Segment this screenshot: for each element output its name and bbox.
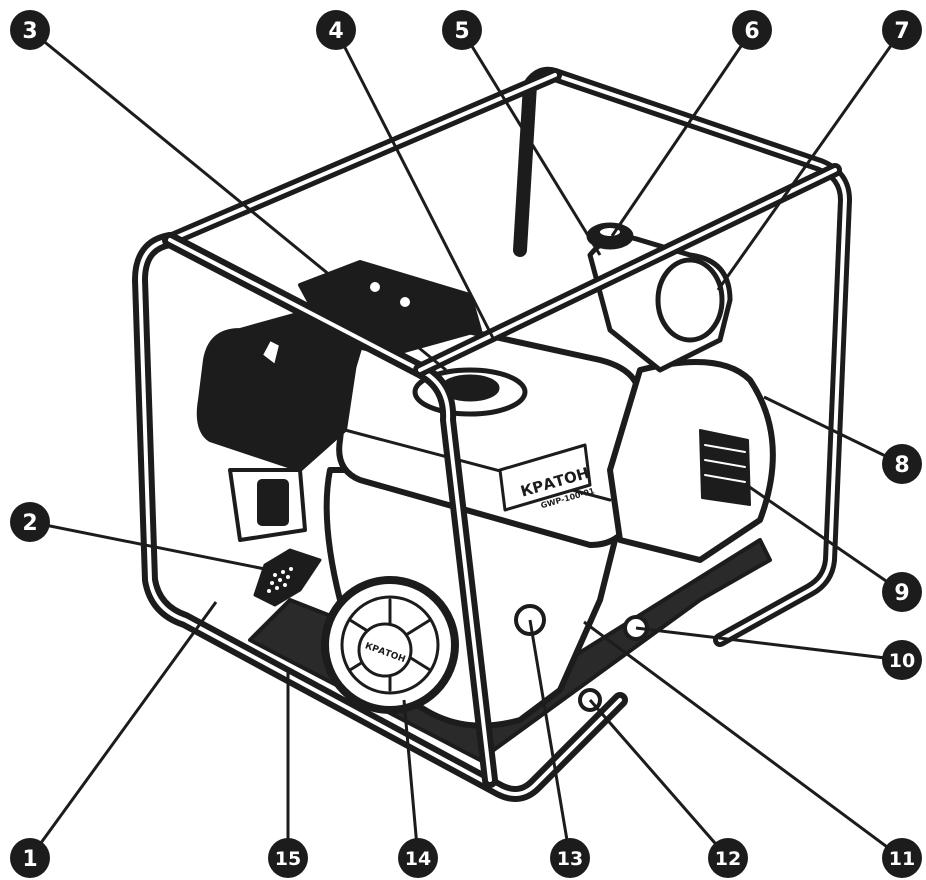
- leader-3: [30, 30, 446, 370]
- callout-6-label: 6: [744, 19, 759, 44]
- callout-15-label: 15: [275, 848, 301, 870]
- leader-1: [30, 602, 216, 858]
- callout-1: 1: [10, 838, 50, 878]
- callout-6: 6: [732, 10, 772, 50]
- callout-13-label: 13: [557, 848, 583, 870]
- discharge-outlet: [658, 260, 722, 340]
- pump-illustration: КРАТОН GWP-100-01 КРАТОН: [140, 74, 845, 794]
- callout-8: 8: [882, 444, 922, 484]
- callout-14-label: 14: [405, 848, 431, 870]
- leader-7: [718, 30, 902, 290]
- callout-4-label: 4: [328, 19, 343, 44]
- callout-11-label: 11: [889, 848, 915, 870]
- callout-9-label: 9: [894, 581, 909, 606]
- leader-5: [462, 30, 600, 255]
- callout-2: 2: [10, 502, 50, 542]
- callout-10-label: 10: [889, 650, 915, 672]
- callout-9: 9: [882, 572, 922, 612]
- callout-11: 11: [882, 838, 922, 878]
- callout-10: 10: [882, 640, 922, 680]
- callout-14: 14: [398, 838, 438, 878]
- callout-2-label: 2: [22, 511, 37, 536]
- callout-5: 5: [442, 10, 482, 50]
- callout-13: 13: [550, 838, 590, 878]
- callout-7-label: 7: [894, 19, 909, 44]
- callout-12-label: 12: [715, 848, 741, 870]
- callout-3-label: 3: [22, 19, 37, 44]
- callout-15: 15: [268, 838, 308, 878]
- callout-12: 12: [708, 838, 748, 878]
- leader-12: [590, 700, 728, 858]
- callout-8-label: 8: [894, 453, 909, 478]
- callout-4: 4: [316, 10, 356, 50]
- leader-11: [584, 622, 902, 858]
- callout-3: 3: [10, 10, 50, 50]
- callout-7: 7: [882, 10, 922, 50]
- leader-10: [636, 628, 902, 660]
- callout-1-label: 1: [22, 847, 37, 872]
- callout-5-label: 5: [454, 19, 469, 44]
